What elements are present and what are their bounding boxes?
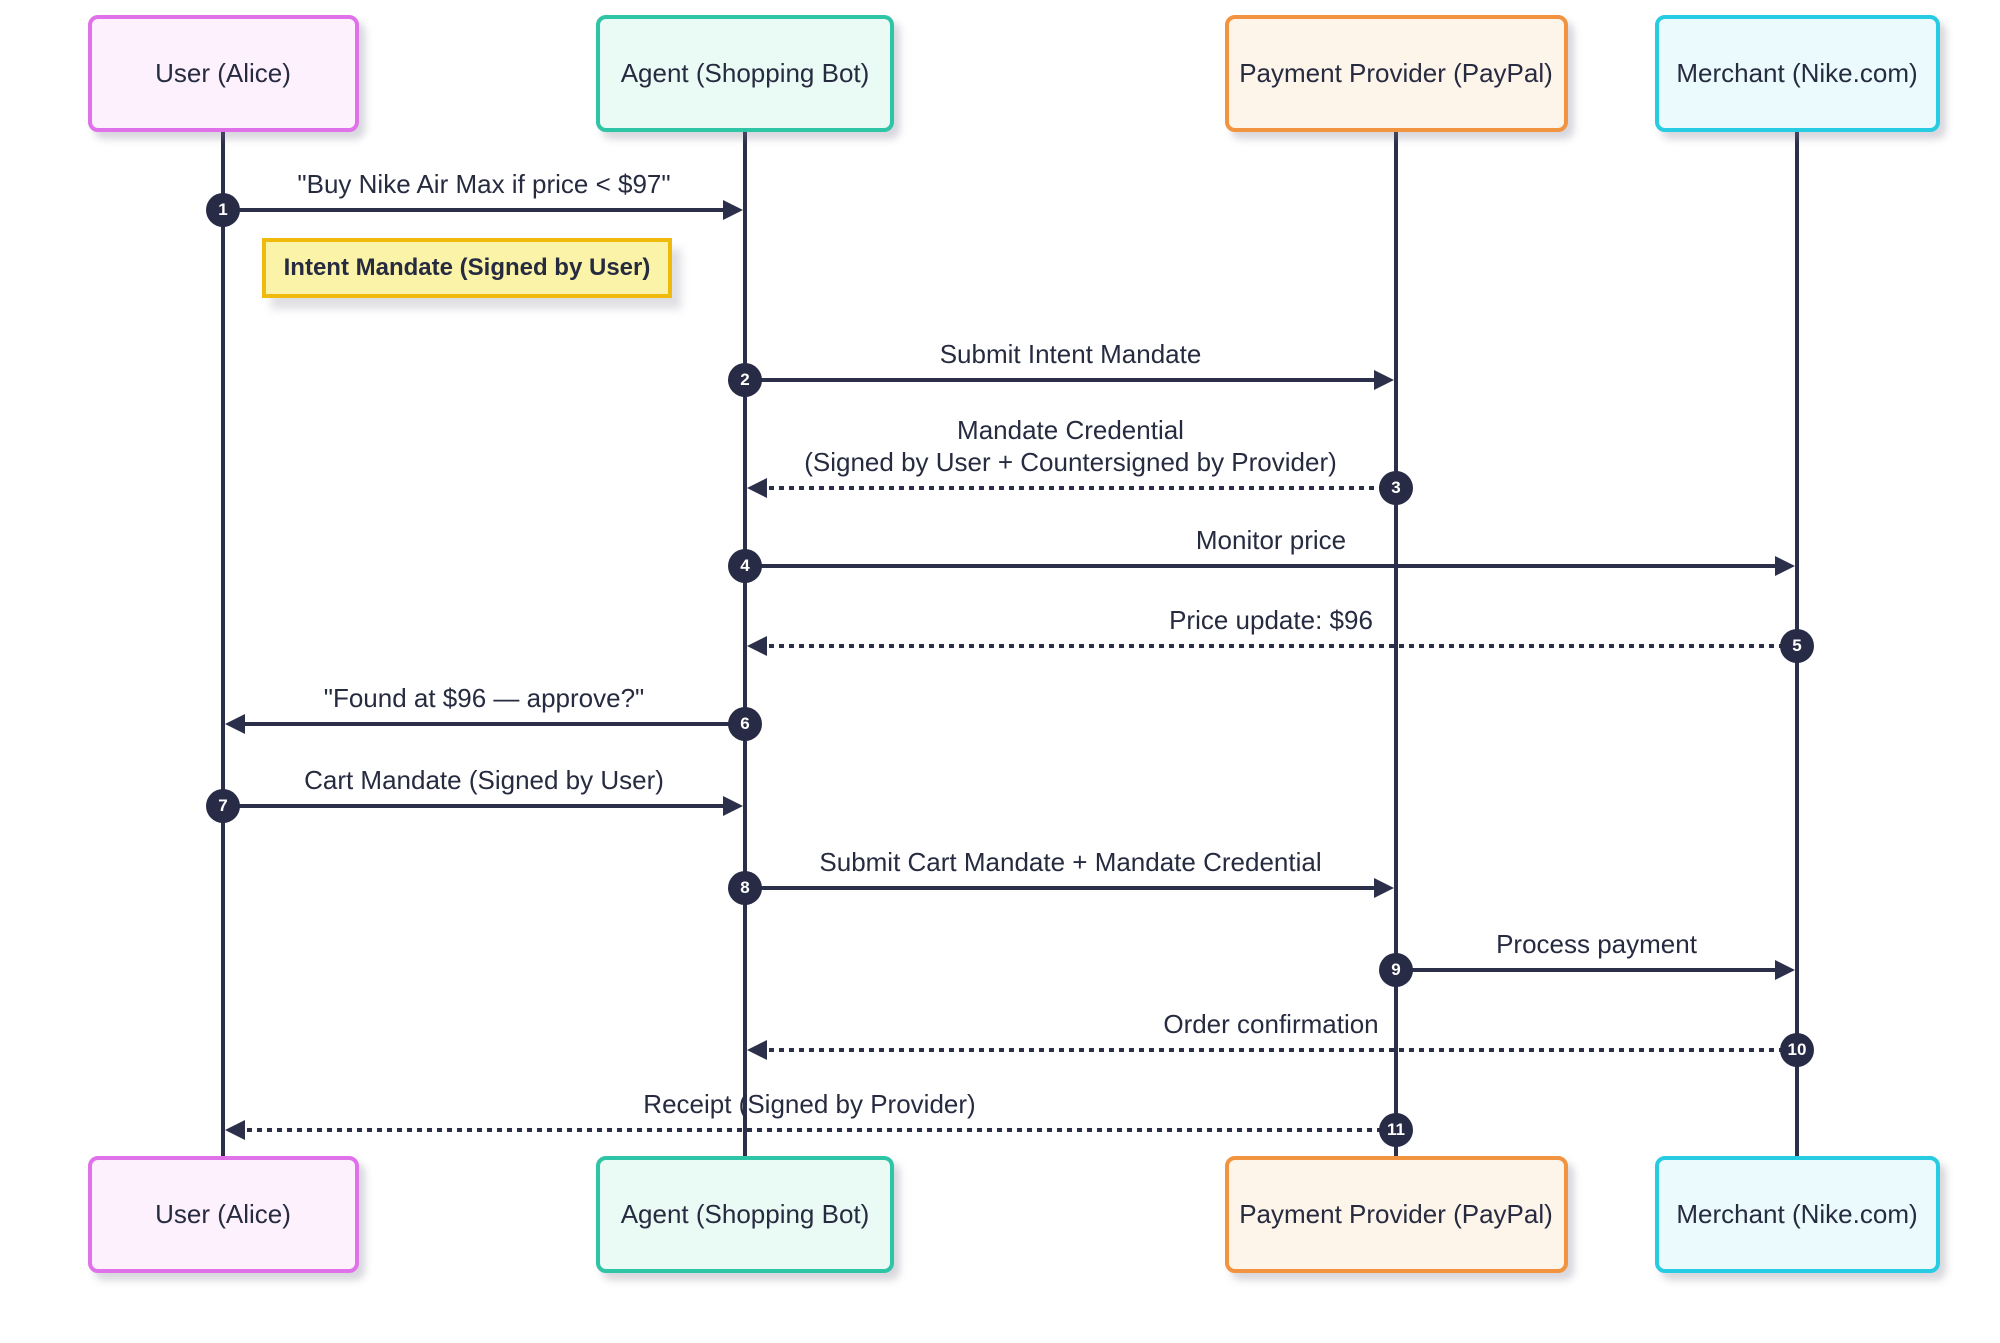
message-label-9: Process payment: [1496, 928, 1697, 960]
actor-label: Merchant (Nike.com): [1676, 58, 1918, 88]
message-number-text: 2: [740, 370, 750, 389]
message-label-3: Mandate Credential(Signed by User + Coun…: [804, 414, 1337, 478]
message-label-line: "Buy Nike Air Max if price < $97": [297, 169, 671, 199]
arrowhead-6: [225, 714, 245, 734]
message-line-2: [745, 378, 1382, 382]
actor-label: Agent (Shopping Bot): [620, 58, 870, 88]
message-line-4: [745, 564, 1783, 568]
actor-label: Payment Provider (PayPal): [1239, 58, 1553, 88]
actor-box-top-payment: Payment Provider (PayPal): [1224, 15, 1568, 132]
arrowhead-2: [1374, 370, 1394, 390]
message-line-1: [223, 208, 731, 212]
message-line-5: [759, 644, 1797, 648]
actor-box-top-merchant: Merchant (Nike.com): [1654, 15, 1940, 132]
actor-label: User (Alice): [155, 58, 291, 88]
message-label-11: Receipt (Signed by Provider): [643, 1088, 975, 1120]
actor-box-bottom-merchant: Merchant (Nike.com): [1654, 1156, 1940, 1273]
message-number-9: 9: [1379, 953, 1413, 987]
actor-label: Payment Provider (PayPal): [1239, 1199, 1553, 1229]
message-number-text: 4: [740, 556, 750, 575]
message-label-line: Cart Mandate (Signed by User): [304, 765, 664, 795]
arrowhead-7: [723, 796, 743, 816]
message-label-10: Order confirmation: [1163, 1008, 1378, 1040]
message-number-text: 11: [1387, 1120, 1405, 1139]
message-label-line: Receipt (Signed by Provider): [643, 1089, 976, 1119]
actor-box-bottom-user: User (Alice): [87, 1156, 359, 1273]
message-label-line: Mandate Credential: [957, 415, 1184, 445]
message-label-1: "Buy Nike Air Max if price < $97": [297, 168, 670, 200]
message-label-4: Monitor price: [1196, 524, 1346, 556]
note-text: Intent Mandate (Signed by User): [283, 254, 651, 281]
actor-box-top-agent: Agent (Shopping Bot): [596, 15, 894, 132]
message-number-4: 4: [728, 549, 762, 583]
arrowhead-3: [747, 478, 767, 498]
arrowhead-4: [1775, 556, 1795, 576]
message-label-line: Monitor price: [1195, 525, 1347, 555]
message-number-text: 1: [218, 200, 228, 219]
message-label-8: Submit Cart Mandate + Mandate Credential: [819, 846, 1321, 878]
message-label-line: Price update: $96: [1169, 605, 1373, 635]
message-number-1: 1: [206, 193, 240, 227]
message-number-7: 7: [206, 789, 240, 823]
message-label-line: Submit Cart Mandate + Mandate Credential: [819, 847, 1322, 877]
message-line-3: [759, 486, 1396, 490]
message-number-text: 7: [218, 796, 228, 815]
message-number-10: 10: [1780, 1033, 1814, 1067]
message-label-6: "Found at $96 — approve?": [324, 682, 645, 714]
arrowhead-8: [1374, 878, 1394, 898]
actor-label: Agent (Shopping Bot): [620, 1199, 870, 1229]
arrowhead-5: [747, 636, 767, 656]
actor-label: User (Alice): [155, 1199, 291, 1229]
actor-label: Merchant (Nike.com): [1676, 1199, 1918, 1229]
message-line-9: [1396, 968, 1783, 972]
message-number-text: 8: [740, 878, 750, 897]
message-number-text: 9: [1391, 960, 1401, 979]
message-line-10: [759, 1048, 1797, 1052]
arrowhead-11: [225, 1120, 245, 1140]
message-label-line: Submit Intent Mandate: [939, 339, 1202, 369]
message-label-7: Cart Mandate (Signed by User): [304, 764, 664, 796]
message-label-line: Process payment: [1496, 929, 1697, 959]
actor-box-top-user: User (Alice): [87, 15, 359, 132]
actor-box-bottom-agent: Agent (Shopping Bot): [596, 1156, 894, 1273]
message-number-text: 10: [1787, 1040, 1807, 1059]
message-label-line: (Signed by User + Countersigned by Provi…: [804, 447, 1337, 477]
arrowhead-9: [1775, 960, 1795, 980]
message-line-8: [745, 886, 1382, 890]
note-intent-mandate: Intent Mandate (Signed by User): [262, 238, 672, 298]
message-label-2: Submit Intent Mandate: [940, 338, 1202, 370]
message-line-11: [237, 1128, 1396, 1132]
message-number-6: 6: [728, 707, 762, 741]
message-label-line: Order confirmation: [1163, 1009, 1379, 1039]
message-number-3: 3: [1379, 471, 1413, 505]
message-number-text: 3: [1391, 478, 1401, 497]
message-number-8: 8: [728, 871, 762, 905]
message-line-6: [237, 722, 745, 726]
message-number-text: 6: [740, 714, 750, 733]
lifeline-agent: [743, 130, 747, 1158]
message-label-5: Price update: $96: [1169, 604, 1373, 636]
actor-box-bottom-payment: Payment Provider (PayPal): [1224, 1156, 1568, 1273]
message-line-7: [223, 804, 731, 808]
message-label-line: "Found at $96 — approve?": [323, 683, 645, 713]
arrowhead-1: [723, 200, 743, 220]
lifeline-user: [221, 130, 225, 1158]
arrowhead-10: [747, 1040, 767, 1060]
message-number-11: 11: [1379, 1113, 1413, 1147]
message-number-2: 2: [728, 363, 762, 397]
message-number-text: 5: [1792, 636, 1802, 655]
message-number-5: 5: [1780, 629, 1814, 663]
